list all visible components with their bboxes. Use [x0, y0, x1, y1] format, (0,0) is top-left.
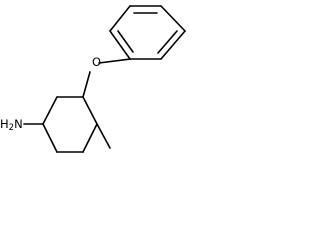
ring-bond-3 [42, 123, 58, 153]
phenyl-bond-3 [160, 30, 186, 60]
ether-bond-ring [82, 71, 91, 98]
cyclohexane-ring [42, 96, 98, 153]
amine-subscript: 2 [9, 123, 14, 133]
structure-drawing: O H2N [0, 5, 186, 153]
methyl-bond [96, 123, 111, 149]
phenyl-bond-5 [109, 30, 131, 60]
amine-h: H [0, 117, 9, 131]
amine-n: N [14, 117, 23, 131]
phenyl-bond-6 [109, 5, 131, 32]
ring-bond-6 [82, 96, 98, 125]
ring-bond-2 [42, 96, 58, 125]
phenyl-ring [109, 5, 186, 60]
phenyl-double-bond-2 [157, 30, 178, 54]
amine-label: H2N [0, 117, 23, 133]
ring-bond-5 [82, 123, 98, 153]
phenyl-bond-2 [160, 5, 186, 32]
ether-bond-phenyl [98, 58, 131, 64]
oxygen-atom-label: O [92, 55, 101, 69]
phenyl-double-bond-3 [117, 30, 134, 53]
